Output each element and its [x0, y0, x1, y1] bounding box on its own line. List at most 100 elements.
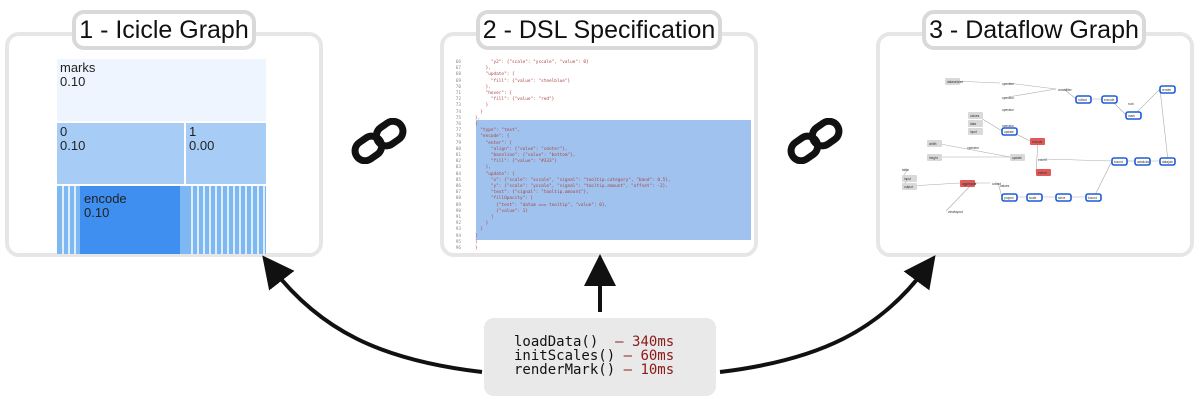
- dataflow-node[interactable]: sieve: [1055, 193, 1072, 202]
- dataflow-edge: [1063, 88, 1077, 100]
- code-line: "fill": {"value": "#333"}: [475, 159, 557, 165]
- code-line: "encode": {: [475, 134, 510, 140]
- code-line: "y": {"scale": "yscale", "signal": "tool…: [475, 184, 668, 189]
- dataflow-node[interactable]: output: [902, 183, 917, 190]
- code-line: {"value": 1}: [475, 208, 528, 214]
- dataflow-edge: [1035, 140, 1039, 173]
- timing-row: renderMark() – 10ms: [514, 363, 716, 377]
- line-number: 73: [455, 103, 461, 109]
- dataflow-node[interactable]: viewlayout: [948, 210, 963, 214]
- code-line: }: [475, 246, 478, 251]
- icicle-node-child-a[interactable]: 0 0.10: [57, 123, 184, 184]
- function-name: loadData(): [514, 334, 599, 350]
- dataflow-edge: [909, 182, 961, 187]
- dsl-code-editor[interactable]: 66 "y2": {"scale": "yscale", "value": 0}…: [449, 54, 751, 254]
- dataflow-node[interactable]: mark: [1125, 111, 1142, 120]
- line-number: 79: [455, 140, 461, 146]
- code-line: }: [475, 233, 478, 239]
- code-line: "align": {"value": "center"},: [475, 146, 568, 152]
- code-line: "type": "text",: [475, 128, 520, 134]
- code-line: "y2": {"scale": "yscale", "value": 0}: [475, 60, 589, 65]
- dataflow-node[interactable]: render: [1159, 85, 1176, 94]
- dataflow-node[interactable]: operator: [1002, 82, 1015, 86]
- link-icon: [351, 118, 407, 164]
- code-line: },: [475, 165, 491, 171]
- node-label: axisticks: [1137, 160, 1149, 164]
- node-label: extent: [1038, 158, 1047, 162]
- icicle-node-root[interactable]: marks 0.10: [57, 59, 266, 121]
- dataflow-node[interactable]: operator: [1002, 108, 1015, 112]
- node-value: 0.10: [60, 138, 86, 153]
- icicle-leaf-divider: [233, 186, 235, 254]
- dataflow-node[interactable]: collect: [992, 182, 1001, 186]
- node-value: 0.00: [189, 138, 215, 153]
- dataflow-node[interactable]: encode: [1030, 138, 1045, 145]
- dataflow-node[interactable]: datajoin: [1159, 157, 1176, 166]
- node-label: encode: [1104, 98, 1115, 102]
- dataflow-node[interactable]: width: [927, 140, 942, 147]
- dataflow-node[interactable]: data: [968, 120, 983, 127]
- dataflow-node[interactable]: table: [902, 168, 909, 172]
- node-label: collect: [1078, 98, 1087, 102]
- code-line: {"test": "datum === tooltip", "value": 0…: [475, 202, 608, 208]
- timing-row: loadData() – 340ms: [514, 335, 716, 349]
- node-label: 1: [189, 124, 197, 139]
- link-icon: [787, 118, 843, 164]
- dataflow-node[interactable]: root: [1128, 102, 1134, 106]
- dataflow-node[interactable]: operator: [1002, 124, 1015, 128]
- dataflow-node[interactable]: collect: [1075, 95, 1092, 104]
- icicle-node-child-b[interactable]: 1 0.00: [186, 123, 266, 184]
- node-label: viewlayout: [948, 210, 963, 214]
- dataflow-edge: [1133, 88, 1161, 116]
- node-label: scale: [1029, 196, 1037, 200]
- dataflow-node[interactable]: project: [1001, 193, 1018, 202]
- code-line: ]: [475, 239, 478, 245]
- dataflow-node[interactable]: bound: [1085, 193, 1102, 202]
- line-number: 82: [455, 159, 461, 165]
- dataflow-node[interactable]: update: [1010, 154, 1025, 161]
- dataflow-node[interactable]: values: [968, 112, 983, 119]
- line-number: 88: [455, 196, 461, 202]
- line-number: 93: [455, 227, 461, 233]
- dataflow-node[interactable]: extent: [1036, 169, 1051, 176]
- node-value: 0.10: [84, 205, 110, 220]
- icicle-leaf-divider: [227, 186, 229, 254]
- dataflow-node[interactable]: datasetsize: [945, 78, 963, 85]
- node-label: encode: [84, 191, 127, 206]
- dataflow-node[interactable]: values: [1000, 184, 1010, 188]
- node-label: height: [929, 156, 938, 160]
- node-label: output: [904, 185, 913, 189]
- node-label: project: [1004, 196, 1014, 200]
- dataflow-node[interactable]: bound: [1111, 157, 1128, 166]
- dataflow-node[interactable]: scale: [1026, 193, 1043, 202]
- dataflow-edge: [952, 80, 1001, 84]
- line-number: 95: [455, 239, 461, 245]
- line-number: 76: [455, 122, 461, 127]
- node-label: encode: [1032, 140, 1043, 144]
- line-number: 68: [455, 72, 461, 78]
- line-number: 91: [455, 215, 461, 220]
- dataflow-node[interactable]: input: [902, 175, 917, 182]
- dataflow-node[interactable]: aggregate: [960, 180, 977, 187]
- timing-row: initScales() – 60ms: [514, 349, 716, 363]
- function-name: initScales(): [514, 348, 616, 364]
- dataflow-node[interactable]: update: [1001, 127, 1018, 136]
- dataflow-node[interactable]: operator: [967, 146, 980, 150]
- dataflow-graph[interactable]: datasetsize operator operator operator opera…: [890, 68, 1185, 228]
- icicle-node-leaf[interactable]: encode 0.10: [80, 186, 180, 254]
- icicle-leaf-divider: [191, 186, 193, 254]
- dataflow-node[interactable]: extent: [1038, 158, 1047, 162]
- dataflow-node[interactable]: operator: [1002, 96, 1015, 100]
- node-label: 0: [60, 124, 68, 139]
- dataflow-node[interactable]: axisticks: [1134, 157, 1151, 166]
- dataflow-node[interactable]: crossfilter: [1058, 88, 1073, 92]
- line-number: 75: [455, 115, 461, 121]
- line-number: 72: [455, 97, 461, 103]
- dataflow-edge: [1007, 88, 1057, 98]
- dataflow-node[interactable]: input: [968, 128, 983, 135]
- code-line: "update": {: [475, 171, 515, 177]
- node-label: mark: [1128, 114, 1135, 118]
- dataflow-node[interactable]: encode: [1101, 95, 1118, 104]
- line-number: 87: [455, 190, 461, 196]
- dataflow-node[interactable]: height: [927, 154, 942, 161]
